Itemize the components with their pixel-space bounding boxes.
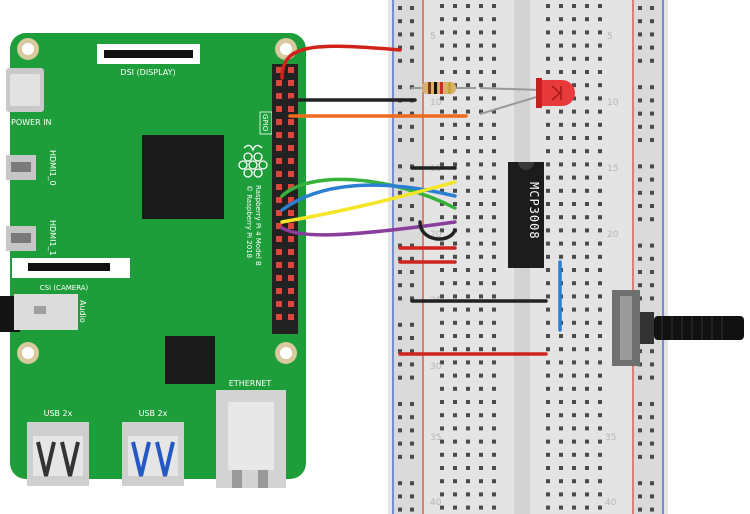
wire-black-loop	[418, 220, 457, 241]
row-number-10: 10	[430, 98, 442, 108]
breadboard: 5 10 15 20 25 30 35 40 5 10 15 20 35 40	[388, 0, 668, 514]
wires	[280, 44, 562, 356]
resistor	[411, 82, 476, 94]
audio-label: Audio	[78, 300, 87, 323]
csi-label: CSI (CAMERA)	[40, 284, 89, 292]
red-led	[479, 78, 575, 115]
row-number-20: 20	[430, 230, 442, 240]
wire-red-power	[280, 44, 402, 80]
hdmi-0-label: HDMI1_0	[48, 150, 57, 186]
wire-yellow	[280, 180, 457, 224]
raspberry-pi-board: DSI (DISPLAY) POWER IN HDMI1_0 HDMI1_1 C…	[0, 33, 306, 488]
row-number-40: 40	[430, 498, 442, 508]
row-number-5-right: 5	[607, 32, 613, 42]
gpio-label: GPIO	[261, 114, 269, 132]
wire-green	[280, 177, 457, 210]
row-number-35: 35	[430, 433, 441, 443]
chip-label: MCP3008	[527, 182, 541, 240]
row-number-5: 5	[430, 32, 436, 42]
row-number-20-right: 20	[607, 230, 619, 240]
model-label: Raspberry Pi 4 Model B	[254, 185, 262, 266]
raspberry-logo-icon	[238, 144, 268, 178]
pcb	[10, 33, 306, 479]
gpio-header	[272, 64, 298, 334]
mcp3008-chip: MCP3008	[508, 162, 544, 268]
power-label: POWER IN	[11, 118, 52, 127]
potentiometer	[612, 290, 744, 366]
copyright-label: © Raspberry Pi 2018	[245, 185, 253, 258]
hdmi-1-label: HDMI1_1	[48, 220, 57, 256]
row-number-15-right: 15	[607, 164, 618, 174]
mounting-holes	[17, 38, 297, 364]
row-number-30: 30	[430, 362, 442, 372]
usb-left-label: USB 2x	[44, 409, 73, 418]
ethernet-label: ETHERNET	[229, 379, 272, 388]
row-number-40-right: 40	[605, 498, 617, 508]
soc-chip	[142, 135, 224, 219]
row-number-10-right: 10	[607, 98, 619, 108]
usb-right-label: USB 2x	[139, 409, 168, 418]
usb-controller-chip	[165, 336, 215, 384]
wire-purple	[280, 220, 457, 237]
dsi-label: DSI (DISPLAY)	[120, 68, 175, 77]
row-number-35-right: 35	[605, 433, 616, 443]
potentiometer-knob	[654, 316, 744, 340]
